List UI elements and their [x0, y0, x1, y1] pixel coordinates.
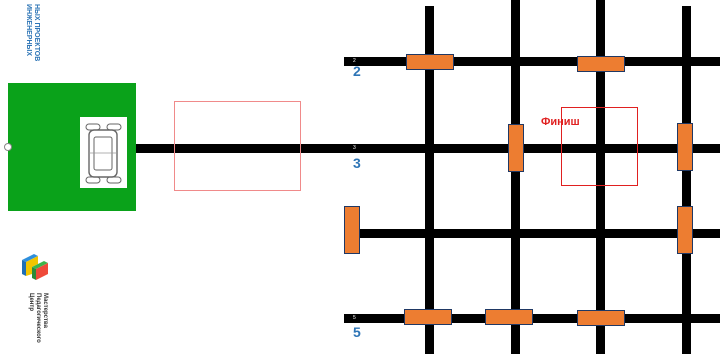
- track-line-row-3: [120, 144, 720, 153]
- obstacle-row5-b: [485, 309, 533, 325]
- obstacle-row4-a: [344, 206, 360, 254]
- line-mark-5: 5: [353, 315, 356, 321]
- line-mark-2: 2: [353, 58, 356, 64]
- grid-vertical-line-3: [596, 0, 605, 354]
- grid-vertical-line-4: [682, 6, 691, 354]
- row-label-2: 2: [353, 63, 361, 79]
- obstacle-row2-b: [577, 56, 625, 72]
- row-label-3: 3: [353, 155, 361, 171]
- grid-horizontal-line-row-2: [344, 57, 720, 66]
- row-label-5: 5: [353, 324, 361, 340]
- obstacle-row3-b: [677, 123, 693, 171]
- header-text-line1: ИНЖЕНЕРНЫХ: [25, 4, 32, 57]
- line-mark-3: 3: [353, 145, 356, 151]
- obstacle-row5-c: [577, 310, 625, 326]
- obstacle-row3-a: [508, 124, 524, 172]
- obstacle-row4-b: [677, 206, 693, 254]
- logo-text-line2: Педагогического: [35, 293, 41, 343]
- logo-text-line3: Мастерства: [42, 293, 48, 328]
- grid-vertical-line-1: [425, 6, 434, 354]
- header-text-line2: НЫХ ПРОЕКТОВ: [33, 4, 40, 62]
- robot-image: [80, 117, 127, 188]
- finish-label: Финиш: [541, 116, 580, 128]
- robot-icon: [85, 123, 122, 184]
- grid-horizontal-line-row-4: [344, 229, 720, 238]
- finish-zone: [561, 107, 638, 186]
- grid-vertical-line-2: [511, 0, 520, 354]
- zone-rectangle: [174, 101, 301, 191]
- obstacle-row5-a: [404, 309, 452, 325]
- obstacle-row2-a: [406, 54, 454, 70]
- start-marker-dot: [4, 143, 12, 151]
- logo-icon: [18, 252, 54, 282]
- logo-text-line1: Центр: [28, 293, 34, 312]
